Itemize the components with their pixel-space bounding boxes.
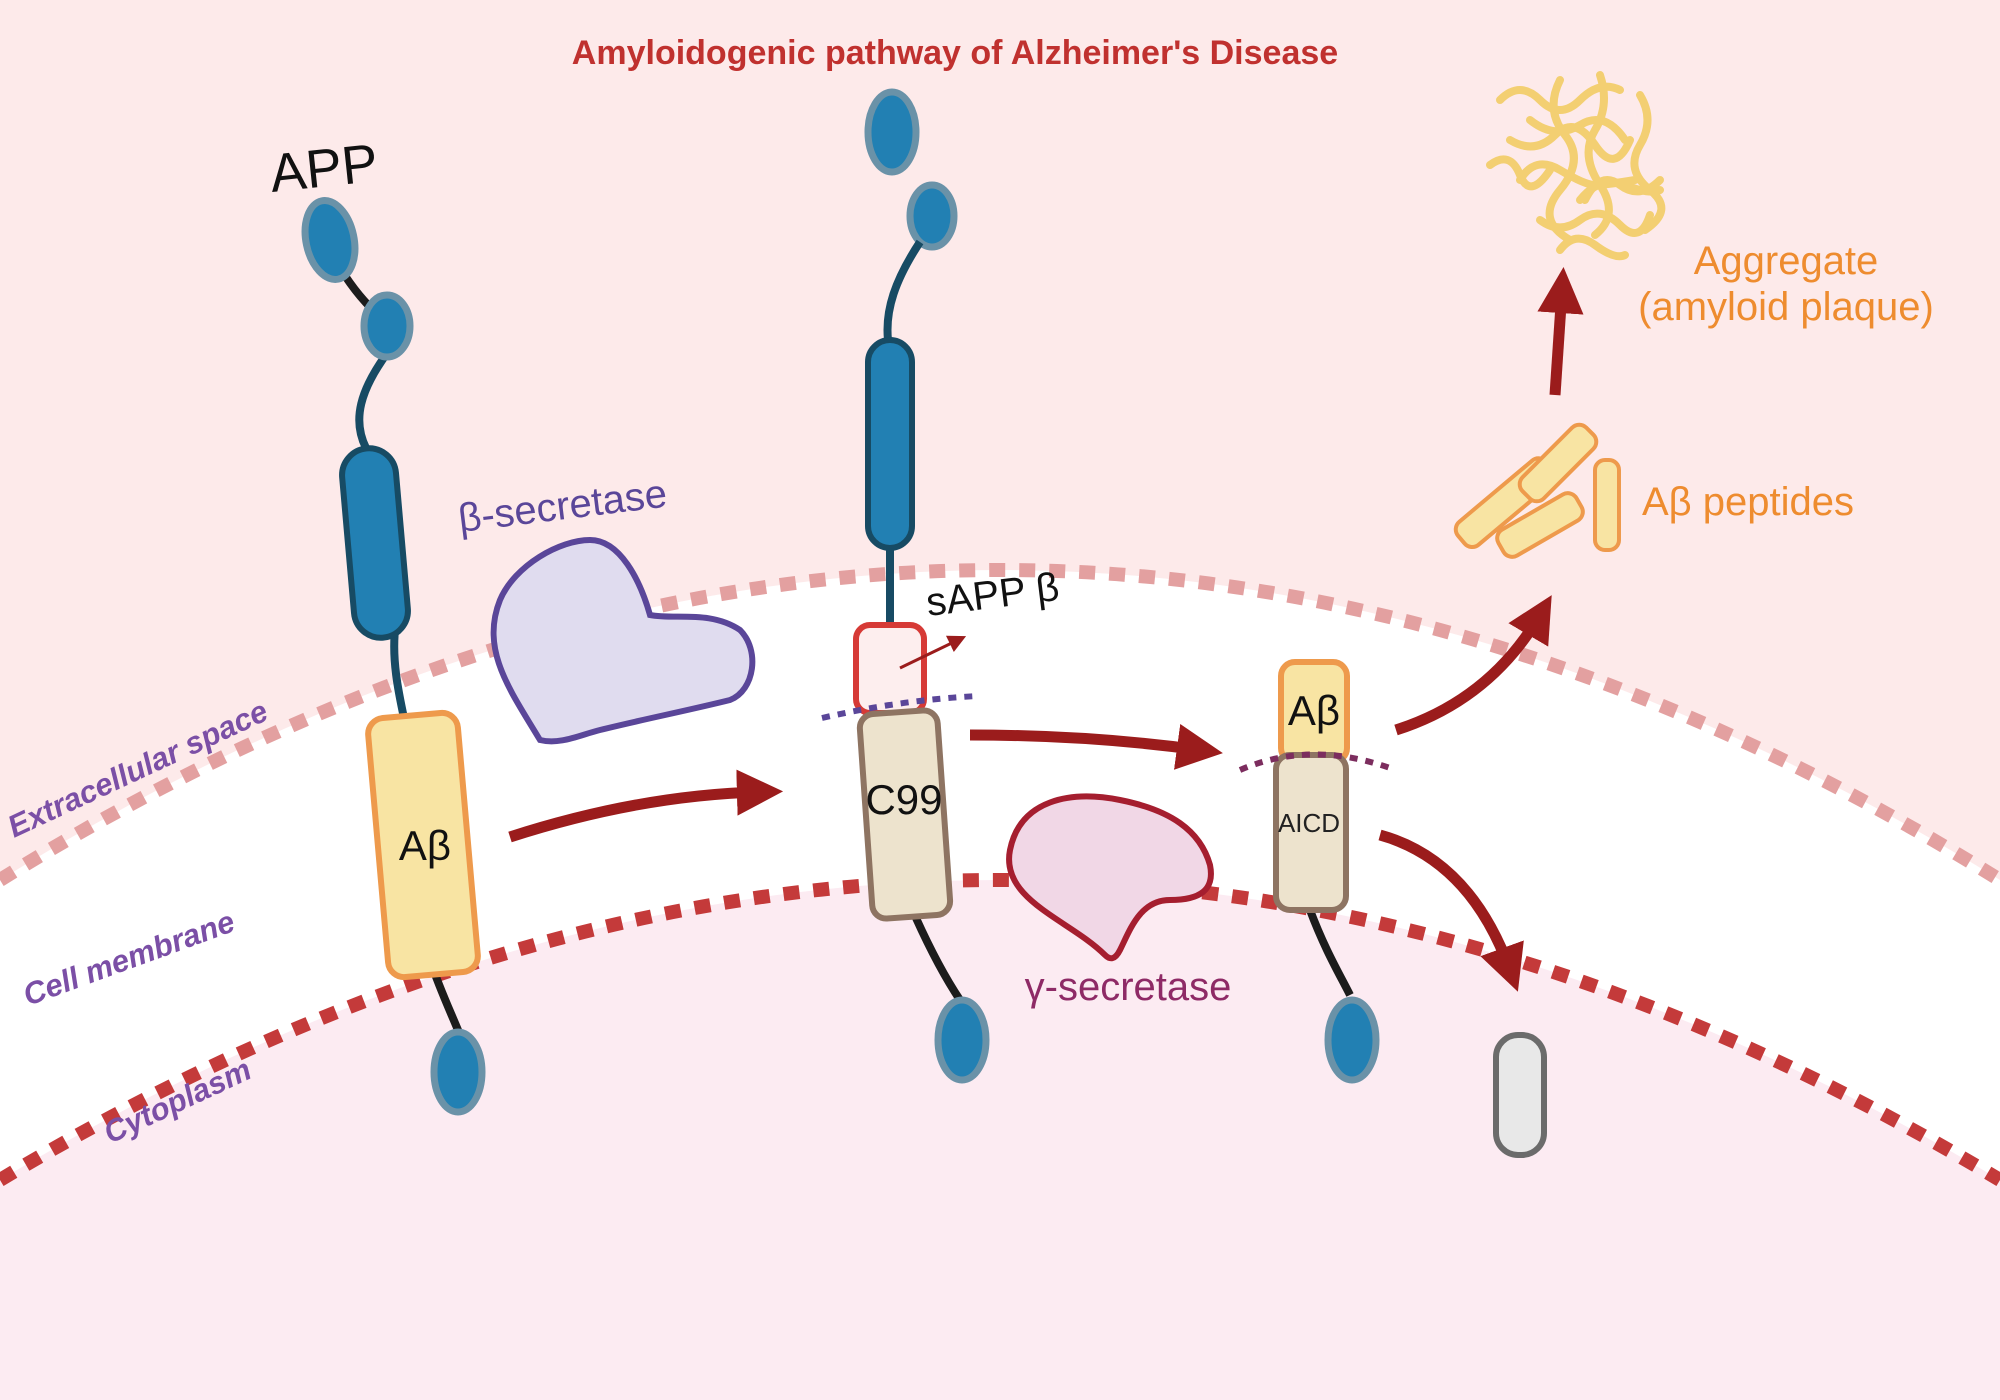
gamma-secretase-label: γ-secretase xyxy=(1025,965,1232,1009)
arrow-c99-to-cleaved xyxy=(969,723,1223,770)
peptide-3 xyxy=(1495,491,1585,559)
abeta-full-label: Aβ xyxy=(399,822,451,869)
sapp-release-arrow xyxy=(899,635,967,670)
gamma-secretase-enzyme xyxy=(1006,793,1214,962)
c99-protein: C99 xyxy=(821,88,990,1084)
beta-cleavage-site xyxy=(821,693,979,721)
sapp-domain-2 xyxy=(906,181,958,251)
gamma-cleavage-site xyxy=(1238,751,1391,773)
arrow-to-aicd xyxy=(1378,829,1524,992)
arrow-to-peptides xyxy=(1394,595,1552,736)
app-domain-1 xyxy=(301,197,359,283)
aicd-domain-end xyxy=(1324,996,1380,1084)
app-domain-3 xyxy=(339,445,411,641)
app-protein: Aβ xyxy=(301,197,486,1116)
beta-secretase-enzyme xyxy=(490,536,756,745)
outer-membrane-boundary xyxy=(0,563,2000,886)
cleaved-protein: Aβ AICD xyxy=(1238,659,1391,1084)
app-domain-2 xyxy=(360,291,414,361)
inner-membrane-boundary xyxy=(0,873,2000,1187)
arrow-to-aggregate xyxy=(1537,266,1584,396)
arrow-app-to-c99 xyxy=(508,769,784,843)
abeta-cleaved-label: Aβ xyxy=(1288,687,1340,734)
sapp-beta-cleavage-fragment xyxy=(853,622,927,716)
cytoplasm-region xyxy=(0,880,2000,1400)
amyloid-plaque xyxy=(1486,71,1666,261)
aicd-segment xyxy=(1273,752,1349,913)
aggregate-label-line1: Aggregate xyxy=(1694,239,1879,283)
app-label: APP xyxy=(267,133,381,204)
released-aicd xyxy=(1493,1032,1547,1158)
abeta-segment-full xyxy=(365,709,481,981)
c99-segment xyxy=(856,707,954,922)
sapp-domain-3 xyxy=(865,337,915,551)
peptide-2 xyxy=(1517,422,1599,504)
aggregate-label-line2: (amyloid plaque) xyxy=(1638,285,1934,329)
ab-peptides-label: Aβ peptides xyxy=(1642,480,1854,524)
diagram-title: Amyloidogenic pathway of Alzheimer's Dis… xyxy=(572,34,1338,72)
c99-domain-end xyxy=(934,996,990,1084)
c99-label: C99 xyxy=(865,776,942,823)
peptide-4 xyxy=(1593,458,1621,552)
app-domain-4 xyxy=(430,1028,486,1116)
aicd-label: AICD xyxy=(1278,808,1340,838)
ab-peptides-group xyxy=(1453,422,1621,559)
sapp-domain-1 xyxy=(864,88,920,176)
